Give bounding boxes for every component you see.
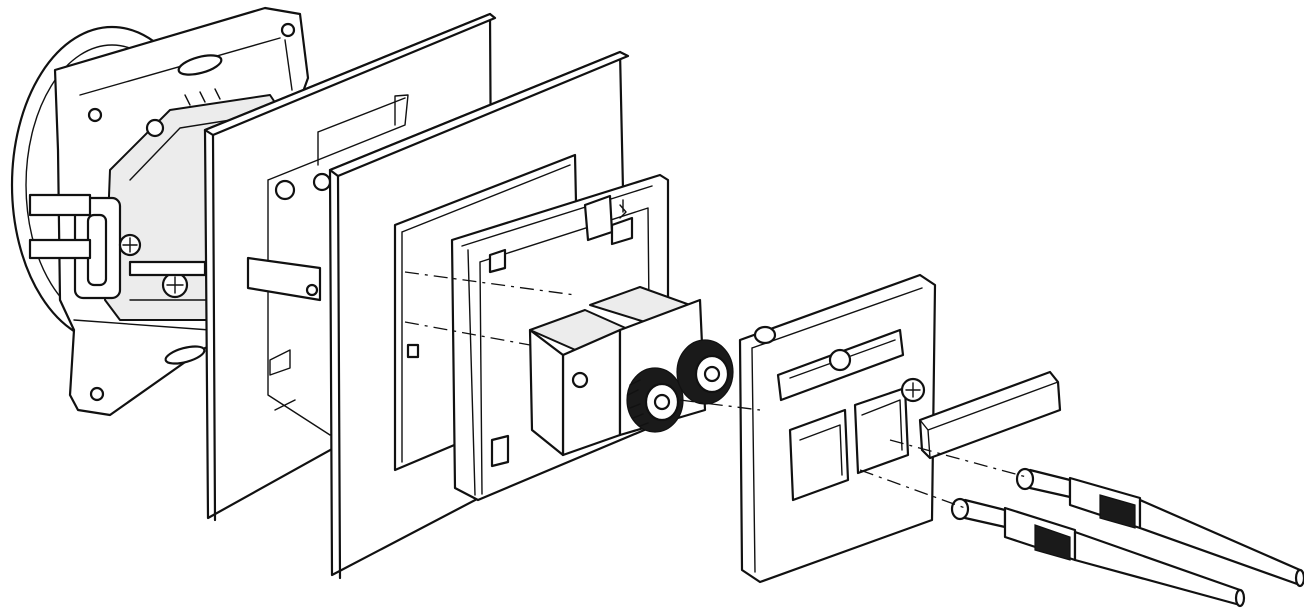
banana-plug-lower — [950, 497, 1246, 608]
binding-post-left — [626, 367, 684, 433]
alignment-lines — [404, 271, 1031, 509]
binding-post-right — [676, 339, 734, 405]
terminal-insert — [450, 173, 734, 502]
banana-plugs — [950, 467, 1304, 608]
label-strip — [918, 370, 1062, 460]
cover-plate — [738, 273, 937, 584]
banana-plug-upper — [1015, 467, 1304, 588]
